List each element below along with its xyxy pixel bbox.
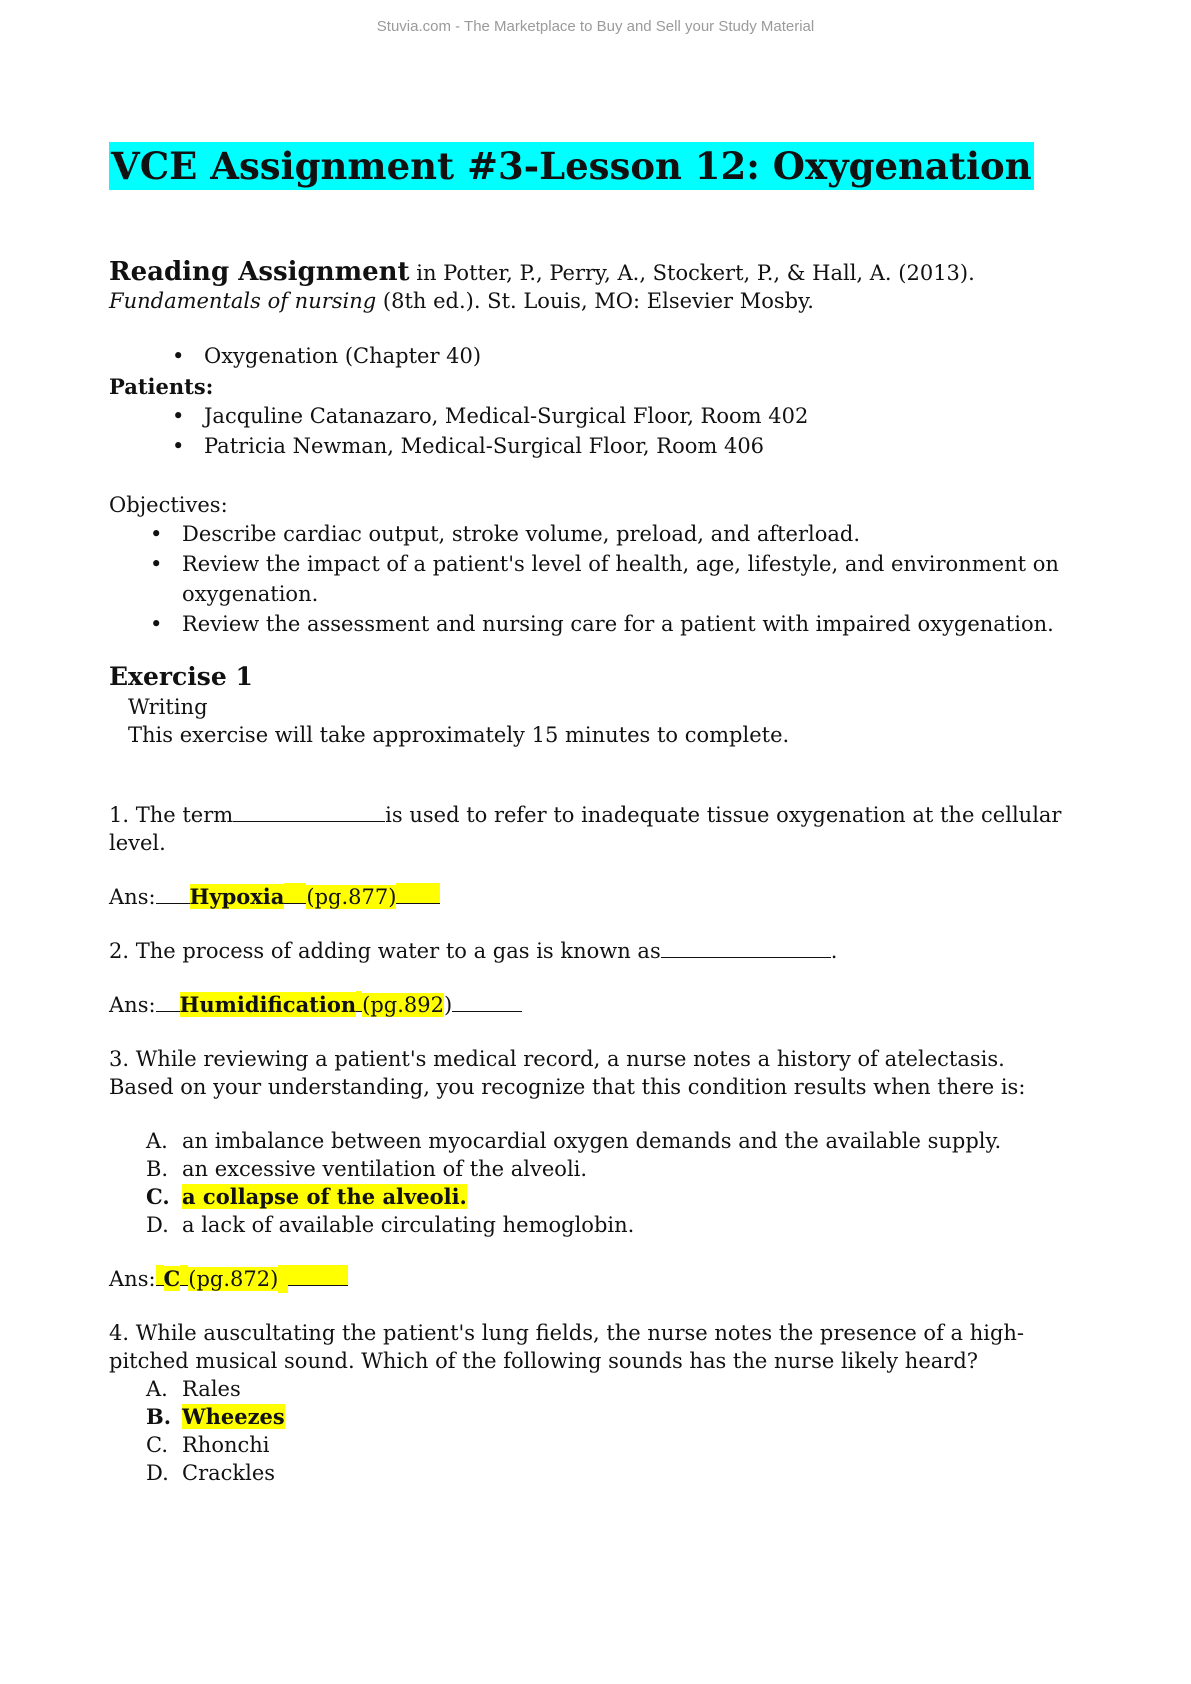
patient-item: Jacquline Catanazaro, Medical-Surgical F… [172,401,1069,431]
choice-d: D. Crackles [146,1459,1069,1487]
question-2: 2. The process of adding water to a gas … [109,937,1069,965]
patient-item: Patricia Newman, Medical-Surgical Floor,… [172,431,1069,461]
choice-text: Crackles [182,1461,276,1485]
answer-2-label: Ans: [109,993,156,1017]
exercise-duration: This exercise will take approximately 15… [128,723,790,747]
choice-a: A. Rales [146,1375,1069,1403]
answer-1-page-ref: (pg.877) [306,885,397,909]
document-page: VCE Assignment #3-Lesson 12: Oxygenation… [109,142,1069,1487]
patients-list: Jacquline Catanazaro, Medical-Surgical F… [109,401,1069,461]
objective-item: Review the assessment and nursing care f… [150,609,1069,639]
choice-c-correct: C. a collapse of the alveoli. [146,1183,1069,1211]
answer-3-label: Ans: [109,1267,156,1291]
answer-3-blank-trail [288,1265,349,1286]
exercise-type: Writing [128,695,208,719]
question-1-blank [233,801,386,822]
objective-item: Describe cardiac output, stroke volume, … [150,519,1069,549]
objectives-list: Describe cardiac output, stroke volume, … [109,519,1069,639]
reading-assignment-lead: Reading Assignment [109,257,410,287]
answer-3-blank-lead [155,1265,164,1286]
choice-a: A. an imbalance between myocardial oxygen… [146,1127,1069,1155]
choice-letter: B. [146,1157,169,1181]
objectives-label: Objectives: [109,493,228,517]
answer-2-close: ) [443,993,453,1017]
chapter-item: Oxygenation (Chapter 40) [172,341,1069,371]
reading-citation-authors: in Potter, P., Perry, A., Stockert, P., … [409,261,975,285]
objective-item: Review the impact of a patient's level o… [150,549,1069,609]
answer-3-blank-mid [180,1265,189,1286]
watermark: Stuvia.com - The Marketplace to Buy and … [376,18,815,35]
answer-1-label: Ans: [109,885,156,909]
answer-2-page-ref: (pg.892 [362,993,444,1017]
choice-letter: A. [146,1129,168,1153]
choice-text: a lack of available circulating hemoglob… [182,1213,635,1237]
answer-2-blank-lead [155,991,180,1012]
question-2-blank [660,937,831,958]
answer-2: Ans: Humidification(pg.892) [109,991,1069,1019]
patients-label: Patients: [109,374,214,399]
reading-book-title: Fundamentals of nursing [109,289,377,313]
choice-text: Rales [182,1377,241,1401]
question-1-post: is used to refer to inadequate tissue ox… [109,803,1062,855]
question-3: 3. While reviewing a patient's medical r… [109,1047,1026,1099]
question-1-pre: 1. The term [109,803,234,827]
choice-b-correct: B. Wheezes [146,1403,1069,1431]
question-4-choices: A. Rales B. Wheezes C. Rhonchi D. Crackles [109,1375,1069,1487]
answer-2-term: Humidification [179,992,357,1017]
choice-d: D. a lack of available circulating hemogl… [146,1211,1069,1239]
answer-1-blank-mid [284,883,307,904]
choice-letter: C. [146,1184,170,1209]
choice-text: an excessive ventilation of the alveoli. [182,1157,588,1181]
answer-1-blank-trail [396,883,441,904]
choice-c: C. Rhonchi [146,1431,1069,1459]
choice-text: a collapse of the alveoli. [182,1184,467,1209]
choice-text: an imbalance between myocardial oxygen d… [182,1129,1002,1153]
reading-assignment: Reading Assignment in Potter, P., Perry,… [109,258,1069,315]
choice-letter: A. [146,1377,168,1401]
choice-letter: D. [146,1213,169,1237]
question-4: 4. While auscultating the patient's lung… [109,1321,1025,1373]
choice-letter: C. [146,1433,168,1457]
choice-b: B. an excessive ventilation of the alveol… [146,1155,1069,1183]
question-2-pre: 2. The process of adding water to a gas … [109,939,661,963]
answer-3-letter: C [163,1266,181,1291]
choice-letter: D. [146,1461,169,1485]
document-title: VCE Assignment #3-Lesson 12: Oxygenation [109,142,1034,190]
choice-letter: B. [146,1404,172,1429]
answer-3-page-ref: (pg.872) [188,1267,279,1291]
reading-citation-publisher: (8th ed.). St. Louis, MO: Elsevier Mosby… [376,289,814,313]
answer-1-term: Hypoxia [189,884,285,909]
answer-1-blank-lead [155,883,190,904]
choice-text: Rhonchi [182,1433,270,1457]
question-2-post: . [830,939,838,963]
answer-2-blank-trail [452,991,523,1012]
answer-1: Ans: Hypoxia (pg.877) [109,883,1069,911]
answer-2-blank-mid [356,991,363,1012]
exercise-title: Exercise 1 [109,662,253,691]
answer-3: Ans: C (pg.872) [109,1265,1069,1293]
chapter-list: Oxygenation (Chapter 40) [109,341,1069,371]
choice-text: Wheezes [182,1404,285,1429]
question-3-choices: A. an imbalance between myocardial oxygen… [109,1127,1069,1239]
